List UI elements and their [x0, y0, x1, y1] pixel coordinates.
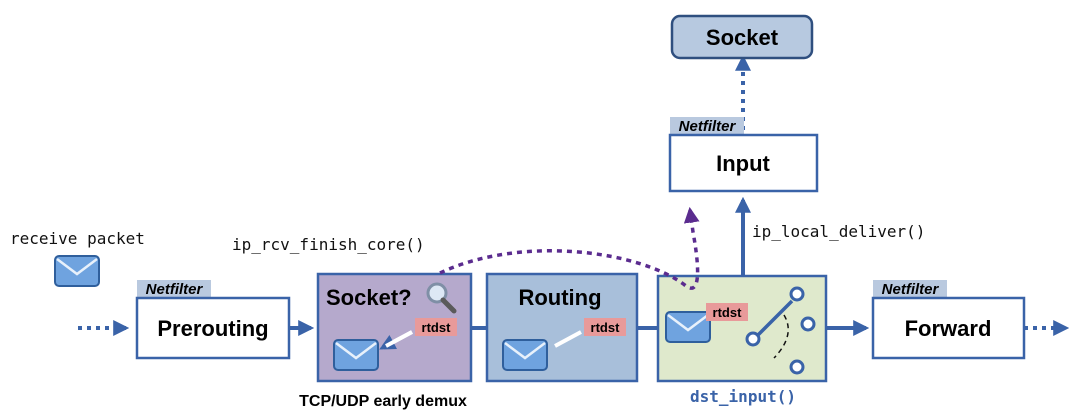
rtdst-badge-dst-label: rtdst [713, 305, 743, 320]
routing-label: Routing [518, 285, 601, 310]
magnifier-icon [426, 282, 457, 314]
prerouting-label: Prerouting [157, 316, 268, 341]
envelope-icon-routing [501, 338, 549, 372]
prerouting-box [135, 296, 291, 360]
dst-input-label: dst_input() [690, 387, 796, 406]
envelope-icon-socket [332, 338, 380, 372]
ip-local-deliver-label: ip_local_deliver() [752, 222, 925, 241]
netfilter-tag-forward-label: Netfilter [882, 281, 940, 298]
input-box [668, 133, 819, 193]
rtdst-badge-socket-label: rtdst [422, 320, 452, 335]
socket-top-box [670, 14, 814, 60]
envelope-icon-dst [664, 310, 712, 344]
early-demux-dashed-arrow [439, 206, 700, 290]
rtdst-badge-socket [415, 318, 457, 336]
rtdst-badge-dst [706, 303, 748, 321]
forward-box [871, 296, 1026, 360]
rtdst-badge-routing-label: rtdst [591, 320, 621, 335]
ip-rcv-finish-core-label: ip_rcv_finish_core() [232, 235, 425, 254]
netfilter-tag-prerouting-label: Netfilter [146, 281, 204, 298]
rtdst-badge-routing [584, 318, 626, 336]
receive-packet-label: receive packet [10, 229, 145, 248]
netfilter-tag-input-label: Netfilter [679, 118, 737, 135]
switch-icon [745, 286, 816, 375]
rtdst-arrow-shaft-socket [385, 330, 413, 348]
netfilter-tag-forward [873, 280, 947, 298]
socket-top-label: Socket [706, 25, 779, 50]
tcp-udp-early-demux-label: TCP/UDP early demux [299, 393, 467, 410]
forward-label: Forward [905, 316, 992, 341]
input-label: Input [716, 151, 770, 176]
envelope-icon [53, 254, 101, 288]
rtdst-arrow-shaft-routing [554, 330, 582, 348]
netfilter-tag-prerouting [137, 280, 211, 298]
netfilter-tag-input [670, 117, 744, 135]
socket-lookup-label: Socket? [326, 285, 412, 310]
